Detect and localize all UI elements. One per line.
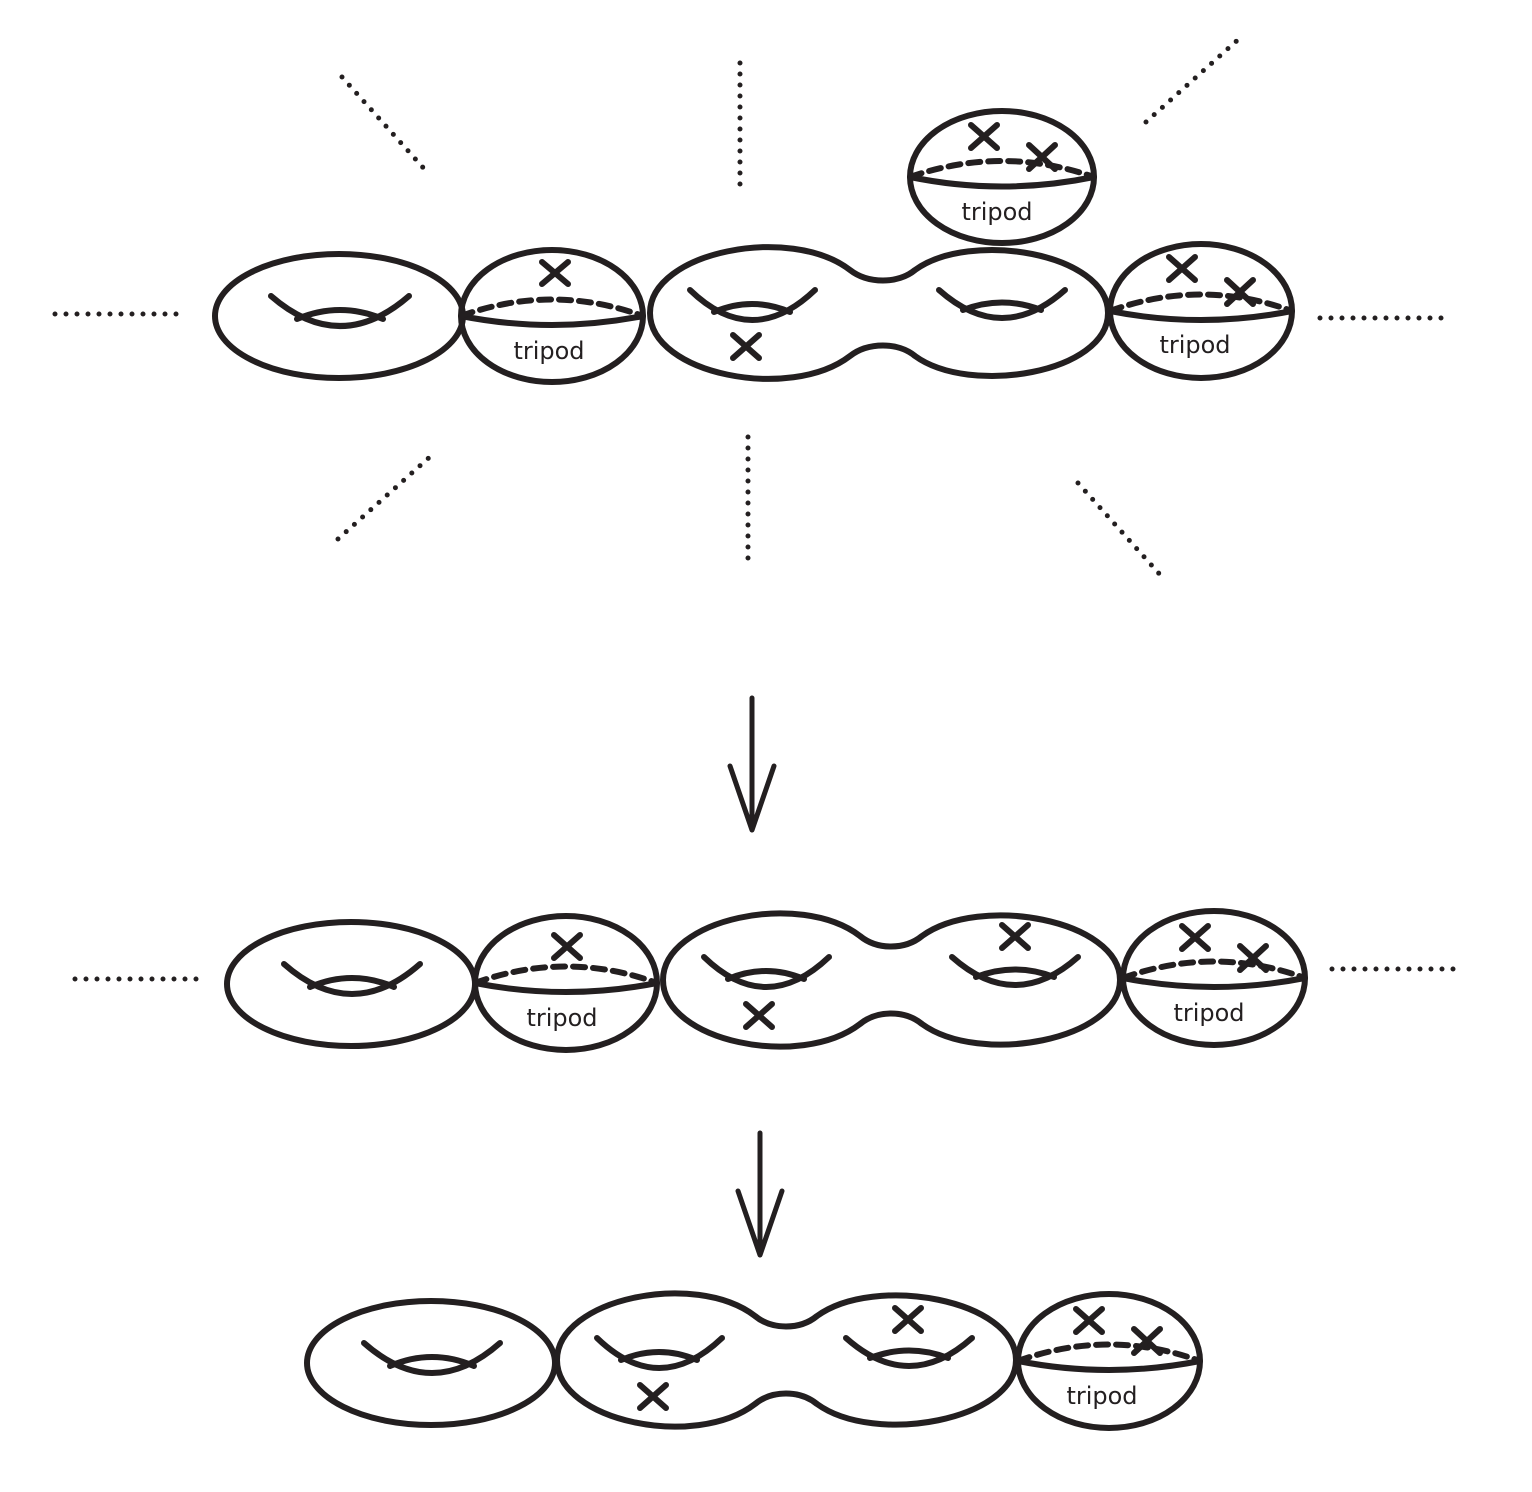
torus-outline — [224, 919, 478, 1049]
torus-component — [304, 1298, 558, 1428]
genus-two-hole-left-upper — [711, 301, 793, 315]
marked-point-cross — [539, 259, 571, 287]
genus-two-hole-left-lower — [594, 1335, 725, 1371]
marked-point-cross — [1166, 254, 1198, 283]
tripod-label: tripod — [1173, 999, 1244, 1027]
genus-two-hole-left-lower — [701, 954, 832, 990]
tripod-label: tripod — [526, 1004, 597, 1032]
genus-two-hole-left-lower — [687, 287, 818, 323]
dotted-ray-upper-left — [339, 74, 430, 175]
tripod-sphere — [472, 913, 660, 1053]
marked-point-cross — [1073, 1306, 1105, 1335]
sphere-equator-front — [907, 174, 1097, 190]
genus-two-component — [660, 910, 1123, 1050]
marked-point-cross — [551, 932, 583, 961]
dotted-rays — [52, 34, 1451, 581]
genus-two-hole-right-upper — [960, 299, 1044, 313]
torus-component — [224, 919, 478, 1049]
torus-hole-lower — [268, 293, 412, 329]
bottom-row — [304, 1290, 1203, 1431]
tripod-sphere — [458, 247, 646, 385]
marked-point-cross — [743, 1001, 775, 1030]
genus-two-hole-left-upper — [618, 1349, 700, 1363]
dotted-rays — [72, 966, 1460, 982]
sphere-equator-back — [907, 158, 1097, 180]
marked-point-cross — [892, 1305, 924, 1334]
sphere-equator-front — [1120, 975, 1308, 990]
torus-hole-upper — [387, 1354, 477, 1369]
sphere-equator-back — [1107, 291, 1295, 314]
tripod-label: tripod — [513, 337, 584, 365]
torus-component — [212, 251, 466, 381]
genus-two-outline — [660, 910, 1123, 1050]
tripod-label: tripod — [1066, 1382, 1137, 1410]
tripod-label: tripod — [1159, 331, 1230, 359]
genus-two-hole-right-upper — [867, 1347, 951, 1361]
sphere-equator-front — [1015, 1358, 1203, 1373]
marked-point-cross — [637, 1382, 669, 1411]
genus-two-hole-right-lower — [949, 954, 1081, 988]
genus-two-hole-right-lower — [936, 287, 1068, 321]
torus-outline — [212, 251, 466, 381]
sphere-equator-back — [1120, 958, 1308, 981]
sphere-equator-front — [472, 980, 660, 995]
torus-hole-lower — [281, 961, 423, 997]
sphere-equator-back — [458, 296, 646, 319]
tripod-labels: tripod tripod tripod tripod tripod tripo… — [513, 198, 1244, 1410]
genus-two-component — [554, 1290, 1019, 1430]
torus-hole-upper — [294, 307, 386, 322]
marked-point-cross — [1131, 1326, 1163, 1356]
marked-point-cross — [1179, 923, 1211, 952]
tripod-sphere — [1120, 908, 1308, 1048]
top-row — [52, 34, 1451, 581]
genus-two-hole-left-upper — [725, 968, 807, 982]
tripod-bubble — [907, 108, 1097, 246]
marked-point-cross — [1224, 277, 1256, 307]
tripod-sphere — [1015, 1291, 1203, 1431]
marked-point-cross — [730, 332, 762, 361]
marked-point-cross — [1237, 943, 1269, 973]
sphere-equator-front — [1107, 308, 1295, 323]
down-arrow — [727, 695, 777, 833]
torus-hole-upper — [307, 975, 397, 990]
marked-point-cross — [1026, 142, 1058, 172]
sphere-equator-front — [458, 313, 646, 328]
sphere-equator-back — [472, 963, 660, 986]
tripod-label: tripod — [961, 198, 1032, 226]
tripod-sphere — [1107, 241, 1295, 381]
sphere-equator-back — [1015, 1341, 1203, 1364]
marked-point-cross — [968, 122, 1000, 151]
genus-two-component — [647, 244, 1111, 382]
torus-outline — [304, 1298, 558, 1428]
dotted-ray-upper-right — [1143, 34, 1244, 125]
torus-hole-lower — [361, 1340, 503, 1376]
genus-two-hole-right-lower — [843, 1335, 975, 1369]
marked-point-cross — [999, 922, 1031, 951]
middle-row — [72, 908, 1460, 1053]
genus-two-hole-right-upper — [973, 966, 1057, 980]
dotted-ray-lower-right — [1075, 480, 1166, 581]
down-arrow — [735, 1130, 785, 1258]
dotted-ray-lower-left — [335, 452, 435, 542]
